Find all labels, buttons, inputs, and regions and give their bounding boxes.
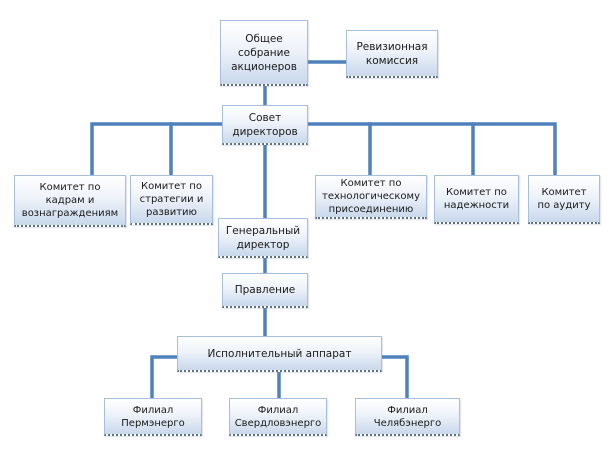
node-committee-reliability: Комитет по надежности: [434, 175, 519, 224]
node-management-board: Правление: [222, 273, 308, 308]
node-shareholders-meeting: Общее собрание акционеров: [220, 20, 308, 86]
node-branch-sverdlovenergo: Филиал Свердловэнерго: [229, 398, 327, 436]
node-audit-commission: Ревизионная комиссия: [346, 30, 438, 78]
node-committee-hr: Комитет по кадрам и вознаграждениям: [14, 175, 126, 227]
node-branch-chelyabenergo: Филиал Челябэнерго: [355, 398, 460, 436]
edge-executive-office-branch-perm: [150, 355, 179, 400]
node-committee-strategy: Комитет по стратегии и развитию: [130, 175, 213, 225]
edge-executive-office-branch-chelyabinsk: [380, 355, 409, 400]
node-executive-office: Исполнительный аппарат: [177, 336, 382, 372]
node-ceo: Генеральный директор: [218, 218, 308, 258]
node-committee-tech-connection: Комитет по технологическому присоединени…: [315, 175, 427, 219]
node-committee-audit: Комитет по аудиту: [528, 175, 600, 224]
node-board-of-directors: Совет директоров: [222, 105, 308, 145]
edge-board-committee-bus: [90, 122, 557, 177]
node-branch-permenergo: Филиал Пермэнерго: [104, 398, 202, 436]
